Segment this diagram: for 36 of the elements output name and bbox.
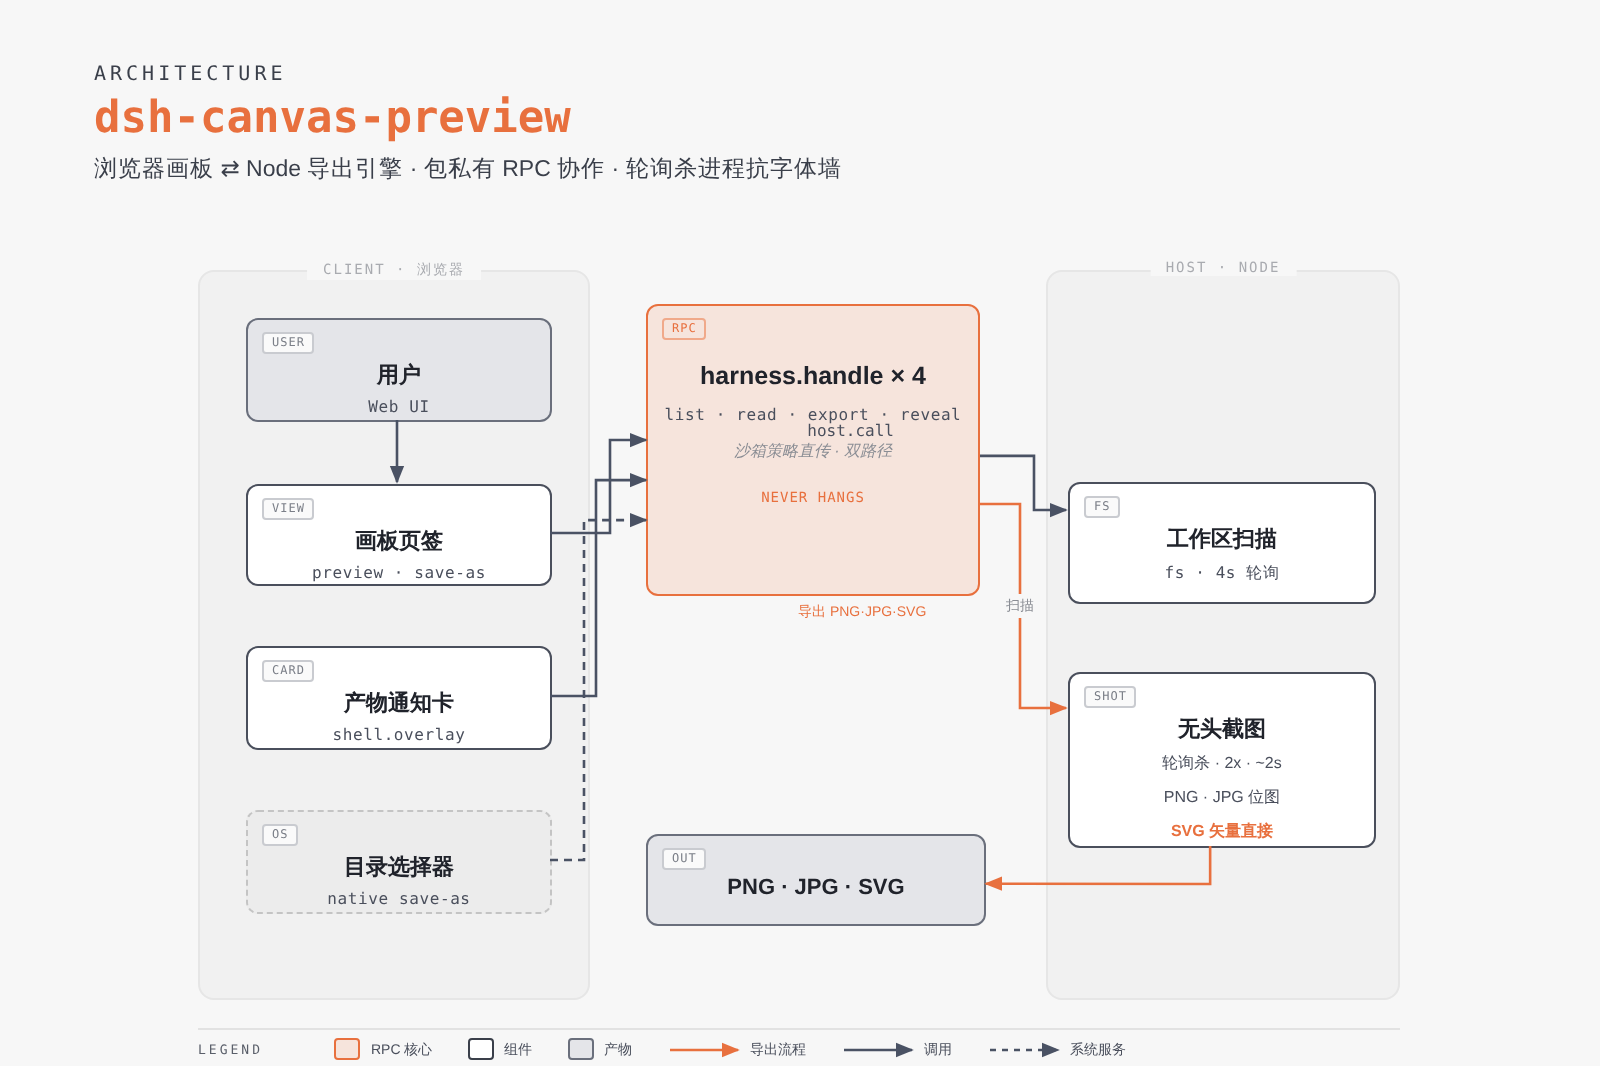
node-detail: preview · save-as: [312, 564, 486, 582]
connector-arrow: [980, 454, 1068, 518]
node-detail: 轮询杀 · 2x · ~2s: [1162, 752, 1282, 774]
page-title: dsh-canvas-preview: [94, 94, 571, 144]
component-box: [246, 484, 552, 586]
node-detail: list · read · export · reveal: [664, 406, 962, 424]
connector-arrow: [984, 846, 1212, 891]
kicker-text: ARCHITECTURE: [94, 64, 287, 86]
connector-arrow: [550, 472, 648, 698]
node-title: 画板页签: [355, 527, 443, 556]
component-box: [1068, 672, 1376, 848]
node-detail: SVG 矢量直接: [1170, 820, 1274, 842]
node-title: 无头截图: [1178, 715, 1266, 744]
node-title: 产物通知卡: [344, 689, 454, 718]
node-title: harness.handle × 4: [700, 362, 926, 390]
system-service-box: [246, 810, 552, 914]
connector-arrow: [389, 420, 405, 484]
node-title: 目录选择器: [344, 853, 454, 882]
connector-arrow: [550, 432, 648, 535]
artifact-box: [246, 318, 552, 422]
node-title: 工作区扫描: [1167, 525, 1277, 554]
node-detail: Web UI: [368, 398, 430, 416]
node-title: PNG · JPG · SVG: [727, 876, 905, 900]
subtitle: 浏览器画板 ⇄ Node 导出引擎 · 包私有 RPC 协作 · 轮询杀进程抗字体墙: [94, 154, 842, 184]
node-detail: fs · 4s 轮询: [1164, 562, 1280, 584]
node-detail: PNG · JPG 位图: [1163, 786, 1281, 808]
connector-arrow: [980, 502, 1068, 716]
node-detail: 沙箱策略直传 · 双路径: [733, 440, 893, 462]
artifact-box: [646, 834, 986, 926]
component-box: [246, 646, 552, 750]
connector-arrow: [550, 512, 648, 862]
component-box: [1068, 482, 1376, 604]
node-detail: native save-as: [327, 890, 471, 908]
node-detail: shell.overlay: [332, 726, 466, 744]
node-title: 用户: [377, 361, 421, 390]
node-detail: host.call: [807, 422, 894, 440]
